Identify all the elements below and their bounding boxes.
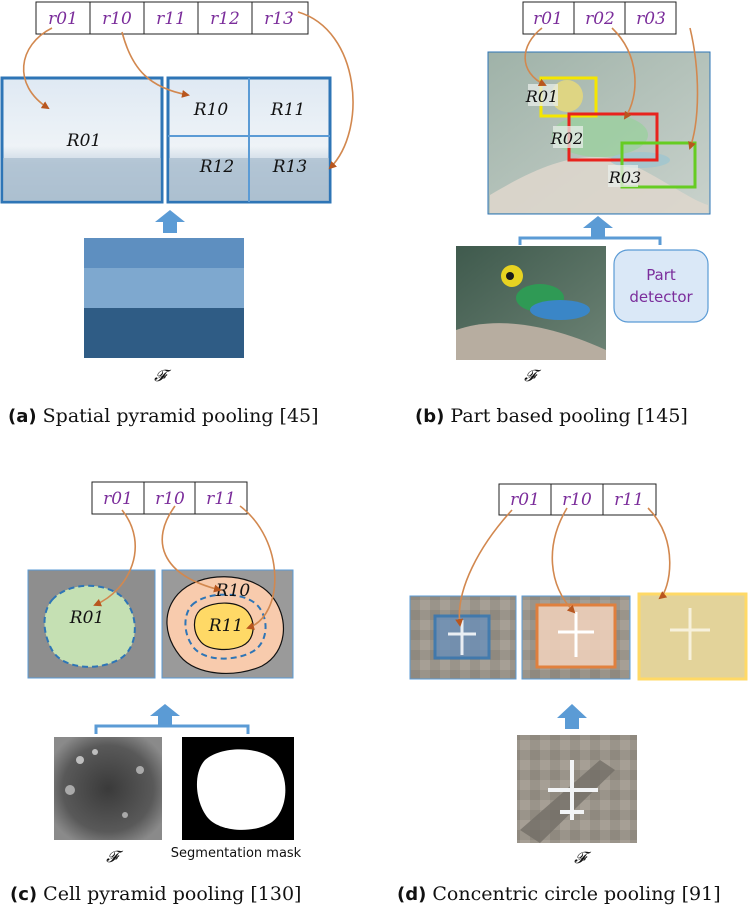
input-image-airplane: [517, 735, 637, 843]
caption-d: (d) Concentric circle pooling [91]: [397, 883, 721, 905]
panel-d: r01 r10 r11 𝓕: [409, 483, 748, 867]
cell-level1: R10 R11: [161, 569, 294, 679]
panel-c-feature-vector: r01 r10 r11: [91, 481, 248, 515]
vector-cell-b1: r02: [585, 9, 615, 29]
region-label-b2: R03: [608, 168, 641, 187]
segmentation-mask-image: [182, 737, 294, 840]
caption-c-text: Cell pyramid pooling [130]: [43, 883, 302, 905]
detector-connector: [518, 236, 662, 245]
vector-cell-d1: r10: [562, 490, 592, 510]
input-image-cell: [54, 737, 162, 840]
vector-cell-d0: r01: [510, 490, 540, 510]
caption-d-tag: (d): [397, 884, 427, 905]
detector-label-line1: Part: [646, 266, 676, 284]
caption-c: (c) Cell pyramid pooling [130]: [10, 883, 301, 905]
region-label-c2: R11: [208, 616, 243, 636]
input-image-bird: [456, 246, 606, 360]
vector-cell-c0: r01: [103, 489, 133, 509]
up-arrow-b: [583, 216, 613, 238]
vector-cell-b2: r03: [636, 9, 666, 29]
part-boxes: R01 R02 R03: [525, 76, 697, 189]
panel-b-pooling-arrows: [524, 27, 699, 150]
panel-b-feature-vector: r01 r02 r03: [522, 1, 677, 35]
vector-cell-a0: r01: [48, 9, 78, 29]
panel-b: r01 r02 r03 R01 R02 R03: [456, 1, 711, 385]
vector-cell-a2: r11: [156, 9, 186, 29]
region-label-b1: R02: [550, 129, 583, 148]
mask-label: Segmentation mask: [171, 846, 302, 861]
region-label-a1: R10: [193, 100, 229, 120]
up-arrow-c: [150, 704, 180, 726]
part-detector-box: Part detector: [613, 249, 709, 323]
vector-cell-b0: r01: [533, 9, 563, 29]
panel-d-feature-vector: r01 r10 r11: [498, 483, 657, 516]
up-arrow-a: [155, 210, 185, 233]
vector-cell-a4: r13: [264, 9, 294, 29]
panel-a: r01 r10 r11 r12 r13 R01 R10 R11 R12 R13: [0, 1, 354, 385]
region-label-c1: R10: [215, 581, 251, 601]
vector-cell-d2: r11: [614, 490, 644, 510]
cell-level0: R01: [27, 569, 156, 679]
region-label-a0: R01: [66, 131, 101, 151]
input-label-c: 𝓕: [106, 847, 124, 866]
caption-b: (b) Part based pooling [145]: [415, 405, 688, 427]
region-label-a3: R12: [199, 157, 234, 177]
mask-connector: [94, 724, 250, 734]
panel-c: r01 r10 r11 R01 R10 R11: [27, 481, 302, 866]
up-arrow-d: [557, 704, 587, 729]
region-label-a4: R13: [272, 157, 307, 177]
panel-c-pooling-arrows: [93, 505, 276, 630]
input-label-d: 𝓕: [574, 848, 592, 867]
caption-b-tag: (b): [415, 406, 445, 427]
input-label-a: 𝓕: [154, 366, 172, 385]
aerial-level0: [409, 595, 517, 680]
aerial-level2: [637, 592, 748, 681]
panel-a-feature-vector: r01 r10 r11 r12 r13: [35, 1, 309, 35]
caption-a: (a) Spatial pyramid pooling [45]: [8, 405, 319, 427]
panel-d-pooling-arrows: [455, 507, 671, 627]
caption-c-tag: (c): [10, 884, 38, 905]
detector-label-line2: detector: [629, 288, 693, 306]
vector-cell-a3: r12: [210, 9, 240, 29]
vector-cell-a1: r10: [102, 9, 132, 29]
panel-b-bird-image-faded: [487, 51, 711, 215]
region-label-b0: R01: [525, 87, 558, 106]
vector-cell-c1: r10: [155, 489, 185, 509]
input-image-sea: [84, 238, 244, 358]
caption-a-tag: (a): [8, 406, 37, 427]
panel-a-level0-region: R01: [0, 76, 164, 204]
input-label-b: 𝓕: [524, 366, 542, 385]
region-label-a2: R11: [270, 100, 305, 120]
caption-b-text: Part based pooling [145]: [450, 405, 688, 427]
caption-d-text: Concentric circle pooling [91]: [432, 883, 721, 905]
panel-a-level1-grid: R10 R11 R12 R13: [166, 76, 332, 204]
region-label-c0: R01: [69, 608, 104, 628]
caption-a-text: Spatial pyramid pooling [45]: [42, 405, 319, 427]
aerial-level1: [521, 595, 631, 680]
panel-a-pooling-arrows: [22, 11, 354, 170]
vector-cell-c2: r11: [206, 489, 236, 509]
